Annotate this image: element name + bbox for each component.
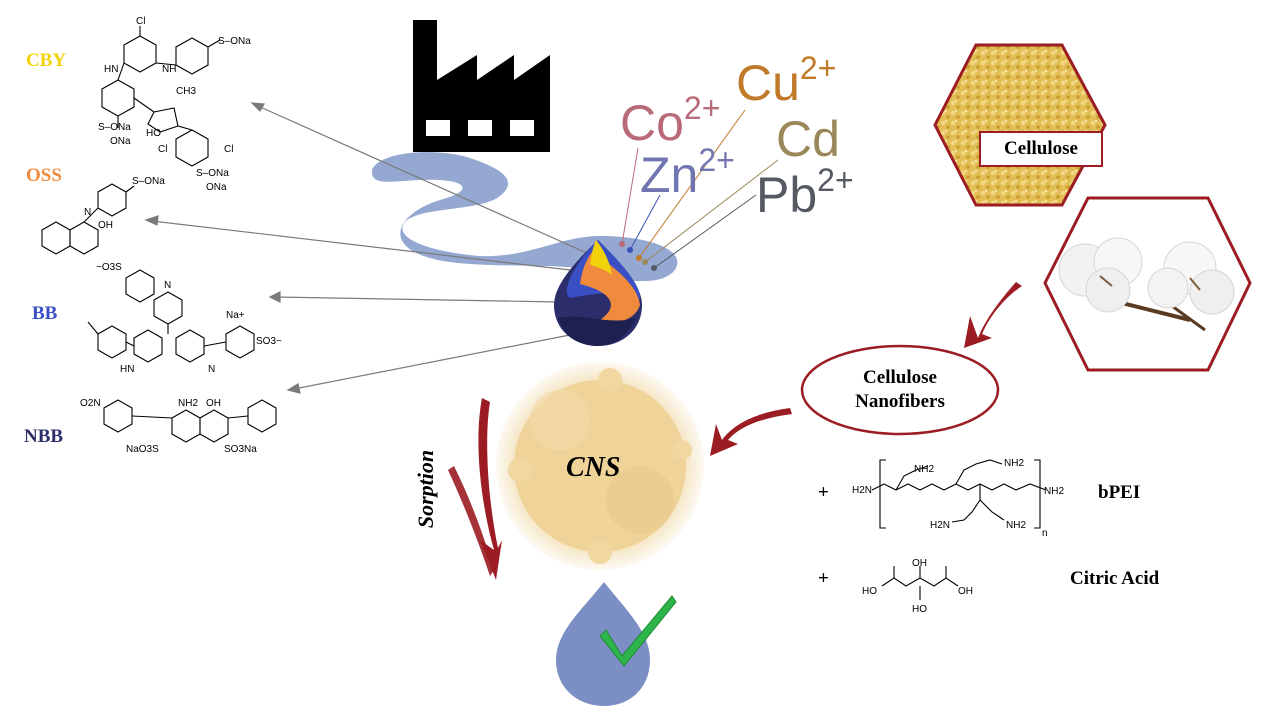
oss-oh: OH xyxy=(98,220,113,231)
nbb-structure: O2N NH2 OH NaO3S SO3Na xyxy=(80,398,277,455)
cns-powder xyxy=(496,362,704,570)
droplet-icon xyxy=(556,582,650,706)
ion-pb: Pb2+ xyxy=(756,162,854,223)
bpei-nh2-right: NH2 xyxy=(1044,486,1064,497)
cotton-icon xyxy=(1043,196,1252,372)
ion-zn: Zn2+ xyxy=(640,142,735,203)
cby-cl-right: Cl xyxy=(224,144,233,155)
cby-ona-2: ONa xyxy=(206,182,227,193)
nanofibers-label-line2: Nanofibers xyxy=(855,391,945,412)
cby-ona: ONa xyxy=(110,136,131,147)
bb-n-plus: N xyxy=(164,280,171,291)
sorption-label: Sorption xyxy=(413,449,438,529)
ion-co: Co2+ xyxy=(620,90,721,151)
cby-cl-top: Cl xyxy=(136,16,145,27)
bpei-h2n-bottom: H2N xyxy=(930,520,950,531)
ion-leaders xyxy=(619,109,779,271)
nanofibers-ellipse xyxy=(800,344,1000,436)
nbb-nh2: NH2 xyxy=(178,398,198,409)
cby-so3na-3: S–ONa xyxy=(196,168,229,179)
cby-structure: Cl HN NH S–ONa CH3 S–ONa ONa HO Cl Cl S–… xyxy=(98,16,251,193)
ion-cu: Cu2+ xyxy=(736,50,837,111)
cby-so3na-2: S–ONa xyxy=(98,122,131,133)
red-arrow-icon xyxy=(448,282,1022,580)
plus-sign-citric: + xyxy=(818,568,829,589)
citric-acid-structure: OH HO OH HO xyxy=(862,558,973,615)
bpei-h2n-left: H2N xyxy=(852,485,872,496)
cby-so3na-1: S–ONa xyxy=(218,36,251,47)
bpei-structure: H2N NH2 NH2 NH2 H2N NH2 n xyxy=(852,458,1064,539)
nbb-naso3: NaO3S xyxy=(126,444,159,455)
bb-na-plus: Na+ xyxy=(226,310,245,321)
cby-hn: HN xyxy=(104,64,118,75)
cellulose-image xyxy=(933,43,1107,207)
wastewater-stream xyxy=(371,152,678,282)
bpei-label: bPEI xyxy=(1098,482,1141,503)
cby-cl-left: Cl xyxy=(158,144,167,155)
bb-nh: HN xyxy=(120,364,134,375)
bpei-nh2-top2: NH2 xyxy=(1004,458,1024,469)
cby-nh: NH xyxy=(162,64,176,75)
cellulose-label-box xyxy=(979,131,1103,167)
nbb-oh: OH xyxy=(206,398,221,409)
bb-so3minus: −O3S xyxy=(96,262,122,273)
flame-drop-icon xyxy=(554,240,642,346)
dye-label-bb: BB xyxy=(32,303,58,324)
oss-so3na: S–ONa xyxy=(132,176,165,187)
check-icon xyxy=(599,595,677,667)
citric-acid-label: Citric Acid xyxy=(1070,568,1160,589)
nanofibers-label-line1: Cellulose xyxy=(863,367,937,388)
cellulose-label: Cellulose xyxy=(1004,138,1078,159)
oss-structure: S–ONa N OH xyxy=(41,176,165,255)
oss-n: N xyxy=(84,207,91,218)
factory-icon xyxy=(413,20,550,152)
bb-so3-right: SO3− xyxy=(256,336,282,347)
nbb-o2n: O2N xyxy=(80,398,101,409)
plus-sign-bpei: + xyxy=(818,482,829,503)
bpei-subscript: n xyxy=(1042,528,1048,539)
cby-ho: HO xyxy=(146,128,161,139)
citric-oh-right: OH xyxy=(958,586,973,597)
citric-oh-top: OH xyxy=(912,558,927,569)
bb-n: N xyxy=(208,364,215,375)
dye-label-cby: CBY xyxy=(26,50,67,71)
bpei-nh2-bottom: NH2 xyxy=(1006,520,1026,531)
dye-arrows xyxy=(144,102,599,394)
cns-label: CNS xyxy=(566,452,621,483)
citric-oh-bottom: HO xyxy=(912,604,927,615)
bpei-nh2-top1: NH2 xyxy=(914,464,934,475)
dye-label-oss: OSS xyxy=(26,165,62,186)
bb-structure: −O3S N Na+ HN N SO3− xyxy=(87,262,282,375)
dye-label-nbb: NBB xyxy=(24,426,64,447)
ion-cd: Cd xyxy=(776,111,840,167)
cby-ch3: CH3 xyxy=(176,86,196,97)
nbb-so3na: SO3Na xyxy=(224,444,257,455)
nanofibers-label: Cellulose Nanofibers xyxy=(820,366,980,414)
citric-ho-left: HO xyxy=(862,586,877,597)
